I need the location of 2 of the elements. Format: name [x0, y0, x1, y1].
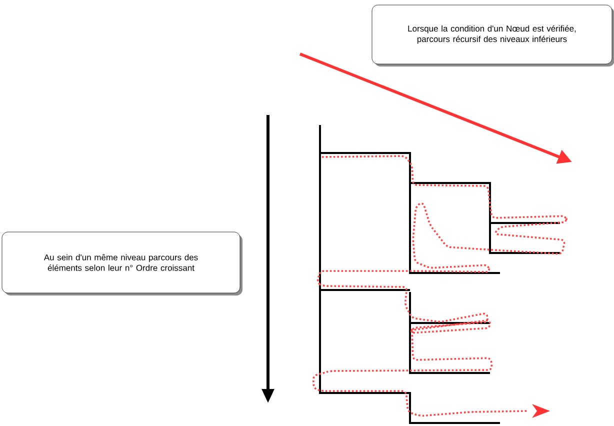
text-box: Au sein d'un même niveau parcours des éléments selon leur n° Ordre croissant [2, 232, 242, 296]
text-box: Lorsque la condition d'un Nœud est vérifiée, parcours récursif des niveaux inférieurs [372, 4, 614, 66]
